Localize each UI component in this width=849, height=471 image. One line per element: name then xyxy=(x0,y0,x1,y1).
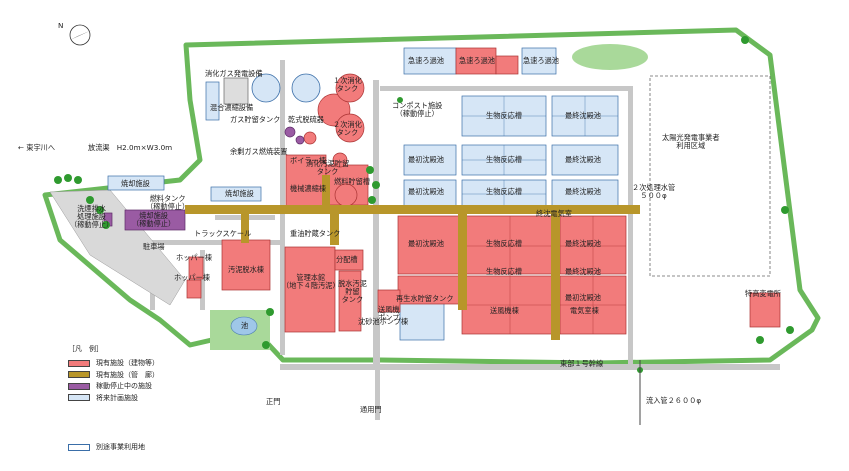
label-pond: 池 xyxy=(241,321,249,330)
pond-shape xyxy=(230,316,258,336)
label-hopper-1: ホッパー棟 xyxy=(176,253,212,262)
legend-label: 稼動停止中の施設 xyxy=(96,382,152,391)
label-sludge-store: 脱水汚泥 貯留 タンク xyxy=(338,279,367,304)
label-incinerator: 焼却施設 xyxy=(121,179,150,188)
label-compost: コンポスト施設 （稼動停止） xyxy=(392,101,443,118)
label-bio-reactor-b2: 生物反応槽 xyxy=(486,267,522,276)
stopped-facilities xyxy=(103,126,305,231)
label-quick-filter-2: 急速ろ過池 xyxy=(459,56,495,65)
gas-holder-1 xyxy=(251,73,281,103)
legend-item: 別途事業利用地 xyxy=(68,442,278,452)
label-first-settle-b2: 最初沈殿池 xyxy=(565,293,601,302)
legend-label: 現有施設（建物等） xyxy=(96,359,159,367)
legend-swatch-future xyxy=(68,394,90,402)
label-quick-filter-1: 急速ろ過池 xyxy=(408,56,444,65)
label-to-higashi: ← 東宇川へ xyxy=(18,143,56,152)
label-first-settle-f2: 最初沈殿池 xyxy=(408,155,444,164)
label-pipe-500: ２次処理水管 ５００φ xyxy=(632,183,676,200)
legend-swatch-other xyxy=(68,443,90,451)
label-admin: 管理本館 （地下４階汚泥） xyxy=(282,273,340,290)
legend-item: 将来計画施設 xyxy=(68,393,278,403)
label-thickener: 機械濃縮棟 xyxy=(290,184,326,193)
label-truck-scale: トラックスケール xyxy=(194,229,252,238)
label-first-settle-f3: 最初沈殿池 xyxy=(408,187,444,196)
legend: ［凡 例］ 現有施設（建物等） 現有施設（管 廊） 稼動停止中の施設 将来計画施… xyxy=(68,344,278,454)
label-solar: 太陽光発電事業者 利用区域 xyxy=(662,133,720,150)
label-outfall: 放流渠 H2.0m×W3.0m xyxy=(88,143,173,152)
label-rw-pump: 送風機 ポンプ xyxy=(378,305,400,322)
label-main-road: 東部１号幹線 xyxy=(560,359,604,368)
gas-holder-2 xyxy=(291,73,321,103)
solar-area xyxy=(649,75,771,277)
label-incinerator-stop: 焼却施設 （稼動停止） xyxy=(132,211,176,228)
legend-label: 将来計画施設 xyxy=(96,393,138,402)
label-bio-reactor-b1: 生物反応槽 xyxy=(486,239,522,248)
label-bio-reactor-f3: 生物反応槽 xyxy=(486,187,522,196)
future-grid-lines xyxy=(462,96,618,208)
label-quick-filter-3: 急速ろ過池 xyxy=(523,56,559,65)
label-fuel-tank: 燃料タンク （稼動停止） xyxy=(146,194,190,211)
label-pump-room: 沈砂池ポンプ棟 xyxy=(358,317,409,326)
label-special-sub: 特高変電所 xyxy=(745,289,781,298)
label-incinerator2: 焼却施設 xyxy=(225,189,254,198)
label-first-settle-b1: 最初沈殿池 xyxy=(408,239,444,248)
label-primary-tank-1: １次消化 タンク xyxy=(333,76,362,93)
label-inflow: 流入管２６００φ xyxy=(646,396,702,405)
north-arrow-icon xyxy=(69,24,92,46)
label-primary-tank-2: ２次消化 タンク xyxy=(333,120,362,137)
label-heavy-oil: 重油貯蔵タンク xyxy=(290,229,341,238)
west-slope xyxy=(49,189,186,306)
label-elec: 電気室棟 xyxy=(570,306,599,315)
legend-label: 現有施設（管 廊） xyxy=(96,370,159,379)
label-thick-conc: 混合濃縮設備 xyxy=(210,103,254,112)
label-final-sed-building: 終沈電気室 xyxy=(536,209,572,218)
legend-title: ［凡 例］ xyxy=(68,345,103,353)
label-blower: 送風機棟 xyxy=(490,306,519,315)
label-main-gate: 正門 xyxy=(266,397,281,406)
label-drain: 洗煙排水 処理施設 （稼動停止） xyxy=(70,204,114,229)
label-bio-reactor-f2: 生物反応槽 xyxy=(486,155,522,164)
label-final-settle-f3: 最終沈殿池 xyxy=(565,187,601,196)
label-final-settle-f2: 最終沈殿池 xyxy=(565,155,601,164)
label-distribution: 分配槽 xyxy=(336,255,358,264)
label-dewater: 汚泥脱水棟 xyxy=(228,265,264,274)
legend-label: 別途事業利用地 xyxy=(96,443,145,452)
legend-item: 稼動停止中の施設 xyxy=(68,381,278,391)
north-label: N xyxy=(58,21,64,30)
existing-grid-lines xyxy=(462,216,626,334)
label-gas-holder: ガス貯留タンク xyxy=(230,115,281,124)
label-parking: 駐車場 xyxy=(143,242,165,251)
legend-swatch-existing xyxy=(68,359,90,367)
label-service-gate: 通用門 xyxy=(360,405,382,414)
green-patch xyxy=(572,44,648,70)
legend-swatch-pipe xyxy=(68,371,90,379)
label-desulfur: 乾式脱硫器 xyxy=(288,115,324,124)
label-final-settle-b1: 最終沈殿池 xyxy=(565,239,601,248)
label-digestion-gas-gen: 消化ガス発電設備 xyxy=(205,69,263,78)
label-bio-reactor-f1: 生物反応槽 xyxy=(486,111,522,120)
label-chlorine: 消化汚泥貯留 タンク xyxy=(306,159,350,176)
label-boiler: ボイラー棟 xyxy=(290,156,326,165)
label-excess-gas: 余剰ガス燃焼装置 xyxy=(230,147,288,156)
label-final-settle-f1: 最終沈殿池 xyxy=(565,111,601,120)
legend-item: 現有施設（建物等） xyxy=(68,358,278,368)
label-chamber-tank: 燃料貯留槽 xyxy=(334,177,370,186)
label-reuse-tank: 再生水貯留タンク xyxy=(396,294,454,303)
label-final-settle-b2: 最終沈殿池 xyxy=(565,267,601,276)
gas-generator xyxy=(223,77,249,105)
legend-item: 現有施設（管 廊） xyxy=(68,370,278,380)
pipe-corridors xyxy=(185,175,640,340)
trees xyxy=(54,36,794,373)
legend-swatch-stopped xyxy=(68,382,90,390)
label-hopper-2: ホッパー棟 xyxy=(174,273,210,282)
